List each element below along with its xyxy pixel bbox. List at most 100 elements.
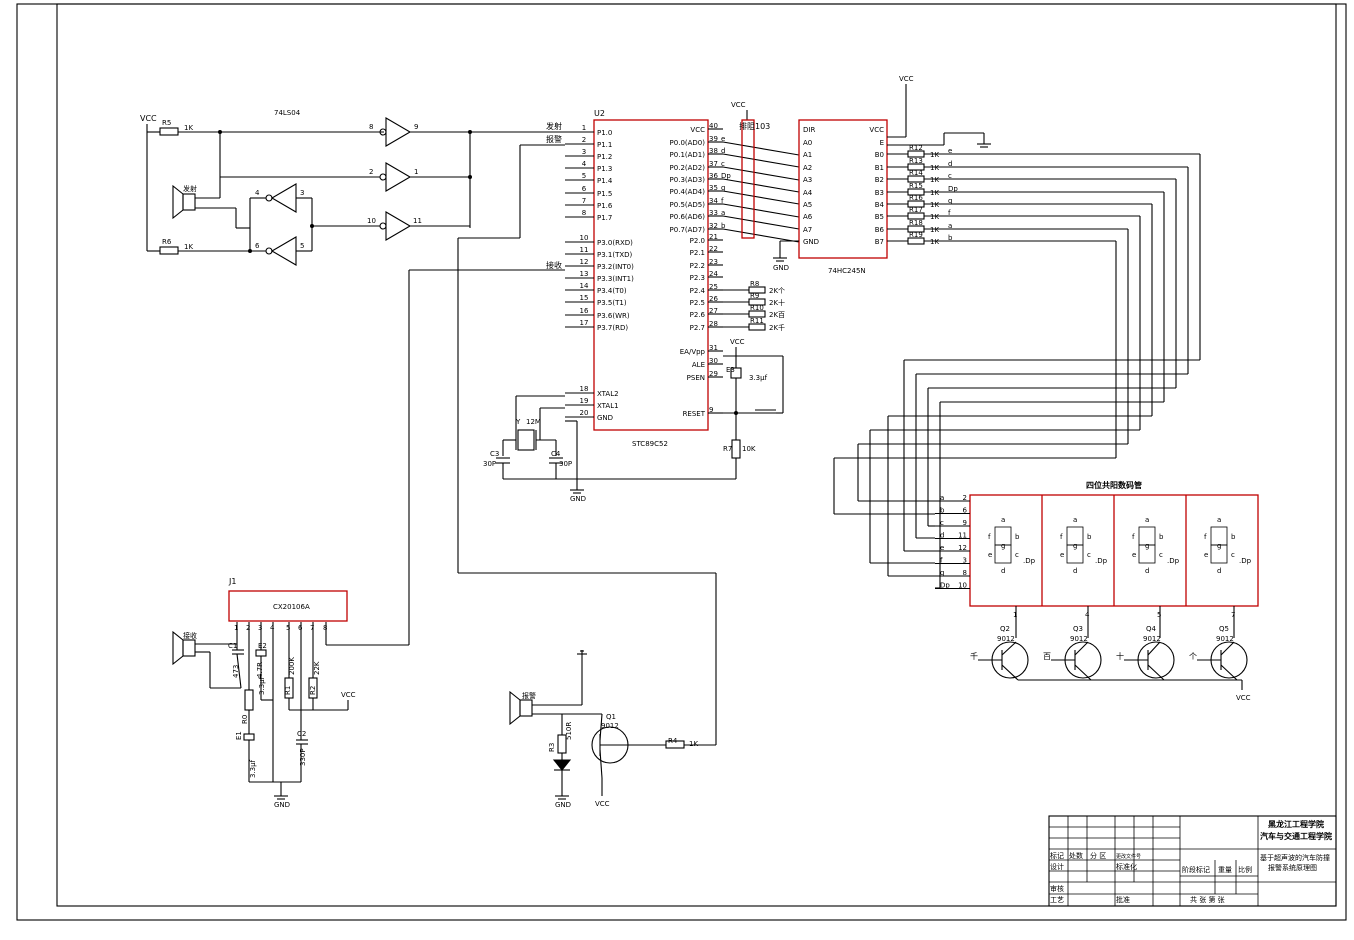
u2-pin-name: P2.4 [690,287,706,295]
segment-net-label: c [948,172,952,180]
u2-pin-name: P1.1 [597,141,612,149]
svg-text:黑龙江工程学院: 黑龙江工程学院 [1268,819,1324,829]
u2-pin-number: 32 [709,222,718,230]
display-common-pin: 1 [1013,611,1017,619]
u3-body [798,119,888,259]
svg-text:10K: 10K [742,445,756,453]
u2-ref: U2 [594,109,605,118]
svg-text:C2: C2 [297,730,306,738]
display-pin-segment: g [940,569,944,577]
rx-transducer [182,639,196,657]
segment-resistor-ref: R19 [909,231,923,239]
r5-resistor [159,127,179,136]
svg-text:排阻103: 排阻103 [739,121,770,131]
digit-resistor-value: 2K千 [769,323,785,332]
svg-text:3.3μf: 3.3μf [249,759,257,778]
u2-pin-number: 6 [582,185,587,193]
j1-pin-number: 2 [246,624,250,632]
segment-net-label: Dp [948,185,958,193]
transmitter-section: VCC R5 1K 74LS04 8 9 2 1 10 11 [140,109,717,745]
digit-resistor [748,310,766,318]
u3-left-pin: DIR [803,126,815,134]
u2-pin-name: RESET [683,410,706,418]
u2-pin-number: 28 [709,320,718,328]
segment-net-label: g [948,197,952,205]
digit-resistor [748,286,766,294]
transistor-value: 9012 [1070,635,1088,643]
svg-text:接收: 接收 [546,260,562,270]
u3-right-pin: VCC [869,126,884,134]
j1-pin-number: 7 [310,624,314,632]
j1-pin-number: 5 [286,624,290,632]
u2-pin-net: b [721,222,726,230]
u3-right-pin: B0 [875,151,884,159]
u2-pin-name: P0.4(AD4) [670,188,706,196]
u2-right-pins: 40VCC39P0.0(AD0)e38P0.1(AD1)d37P0.2(AD2)… [670,122,800,418]
svg-text:发射: 发射 [546,121,562,131]
svg-text:R4: R4 [668,737,678,745]
u2-pin-number: 15 [580,294,589,302]
digit-resistor-ref: R10 [750,304,764,312]
svg-text:3.3μf: 3.3μf [749,374,768,382]
svg-text:1K: 1K [184,124,193,132]
u2-pin-net: a [721,209,725,217]
u2-pin-name: ALE [692,361,705,369]
u2-pin-name: P0.7(AD7) [670,226,706,234]
svg-text:审核: 审核 [1050,884,1064,893]
segment-net-label: a [948,222,952,230]
u3-left-pin: A0 [803,139,812,147]
u2-pin-number: 25 [709,283,718,291]
digit-lower-segment-box [994,544,1012,564]
j1-pin-number: 1 [234,624,238,632]
segment-g-label: g [1001,542,1005,550]
svg-text:30P: 30P [559,460,572,468]
bus-buffer-section: VCC 排阻103 74HC245N DIRA0A1A2A3A4A5A6A7GN… [731,75,1201,589]
u3-right-pin: B5 [875,213,884,221]
u2-pin-number: 5 [582,172,586,180]
segment-f-label: f [988,533,991,541]
segment-dp-label: .Dp [1239,557,1252,565]
segment-bus-wires [833,153,1201,589]
segment-d-label: d [1001,567,1005,575]
svg-text:R3: R3 [548,743,556,752]
svg-text:R7: R7 [723,445,732,453]
u2-part: STC89C52 [632,440,668,448]
u2-pin-number: 22 [709,245,718,253]
svg-text:VCC: VCC [899,75,914,83]
svg-text:Q1: Q1 [606,713,616,721]
svg-text:VCC: VCC [730,338,745,346]
u2-pin-number: 37 [709,160,718,168]
segment-f-label: f [1060,533,1063,541]
svg-text:分 区: 分 区 [1090,851,1106,860]
svg-text:处数: 处数 [1069,851,1083,860]
svg-text:工艺: 工艺 [1050,896,1064,904]
transistor-value: 9012 [1143,635,1161,643]
u2-pin-number: 33 [709,209,718,217]
u3-left-pin: A2 [803,164,812,172]
u2-pin-number: 14 [580,282,589,290]
display-pin-segment: c [940,519,944,527]
segment-b-label: b [1087,533,1092,541]
svg-text:6: 6 [255,242,260,250]
transistor-value: 9012 [1216,635,1234,643]
u2-pin-number: 1 [582,124,586,132]
u2-pin-name: P1.6 [597,202,613,210]
u2-pin-name: P3.1(TXD) [597,251,633,259]
u2-pin-number: 36 [709,172,718,180]
segment-g-label: g [1217,542,1221,550]
transistor-ref: Q2 [1000,625,1010,633]
segment-a-label: a [1145,516,1149,524]
segment-net-label: b [948,234,953,242]
u2-pin-number: 38 [709,147,718,155]
segment-c-label: c [1159,551,1163,559]
crystal-y [517,429,535,451]
u2-pin-number: 11 [580,246,589,254]
segment-resistor-ref: R16 [909,194,923,202]
u2-pin-name: P0.5(AD5) [670,201,706,209]
svg-text:接收: 接收 [183,631,197,640]
resistor-array [741,119,755,239]
svg-text:1K: 1K [689,740,698,748]
